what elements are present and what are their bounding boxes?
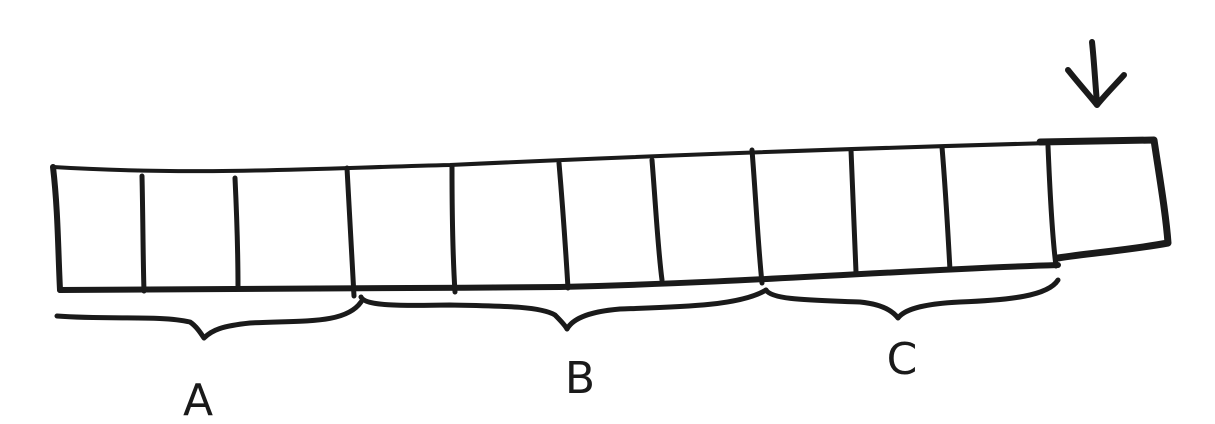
cell-divider bbox=[344, 165, 357, 299]
cell-divider bbox=[939, 144, 953, 273]
array-left-edge bbox=[50, 164, 63, 293]
group-brace-a bbox=[54, 299, 364, 341]
array-top-edge bbox=[51, 141, 1052, 174]
pointed-cell bbox=[1036, 136, 1172, 262]
cell-divider bbox=[749, 147, 765, 286]
cell-divider bbox=[1045, 143, 1059, 269]
group-brace-c bbox=[763, 277, 1061, 321]
array-bottom-edge bbox=[57, 262, 1061, 293]
group-label-b: B bbox=[565, 353, 595, 404]
cell-divider bbox=[449, 164, 458, 295]
group-brace-b bbox=[358, 287, 769, 332]
array-strip bbox=[50, 141, 1061, 299]
cell-divider bbox=[139, 173, 147, 294]
cell-divider bbox=[649, 157, 665, 283]
down-arrow-icon bbox=[1065, 39, 1127, 108]
group-label-c: C bbox=[887, 334, 918, 385]
cell-divider bbox=[556, 160, 571, 291]
group-label-a: A bbox=[183, 375, 213, 424]
cell-divider bbox=[232, 175, 241, 291]
cell-divider bbox=[848, 147, 859, 275]
